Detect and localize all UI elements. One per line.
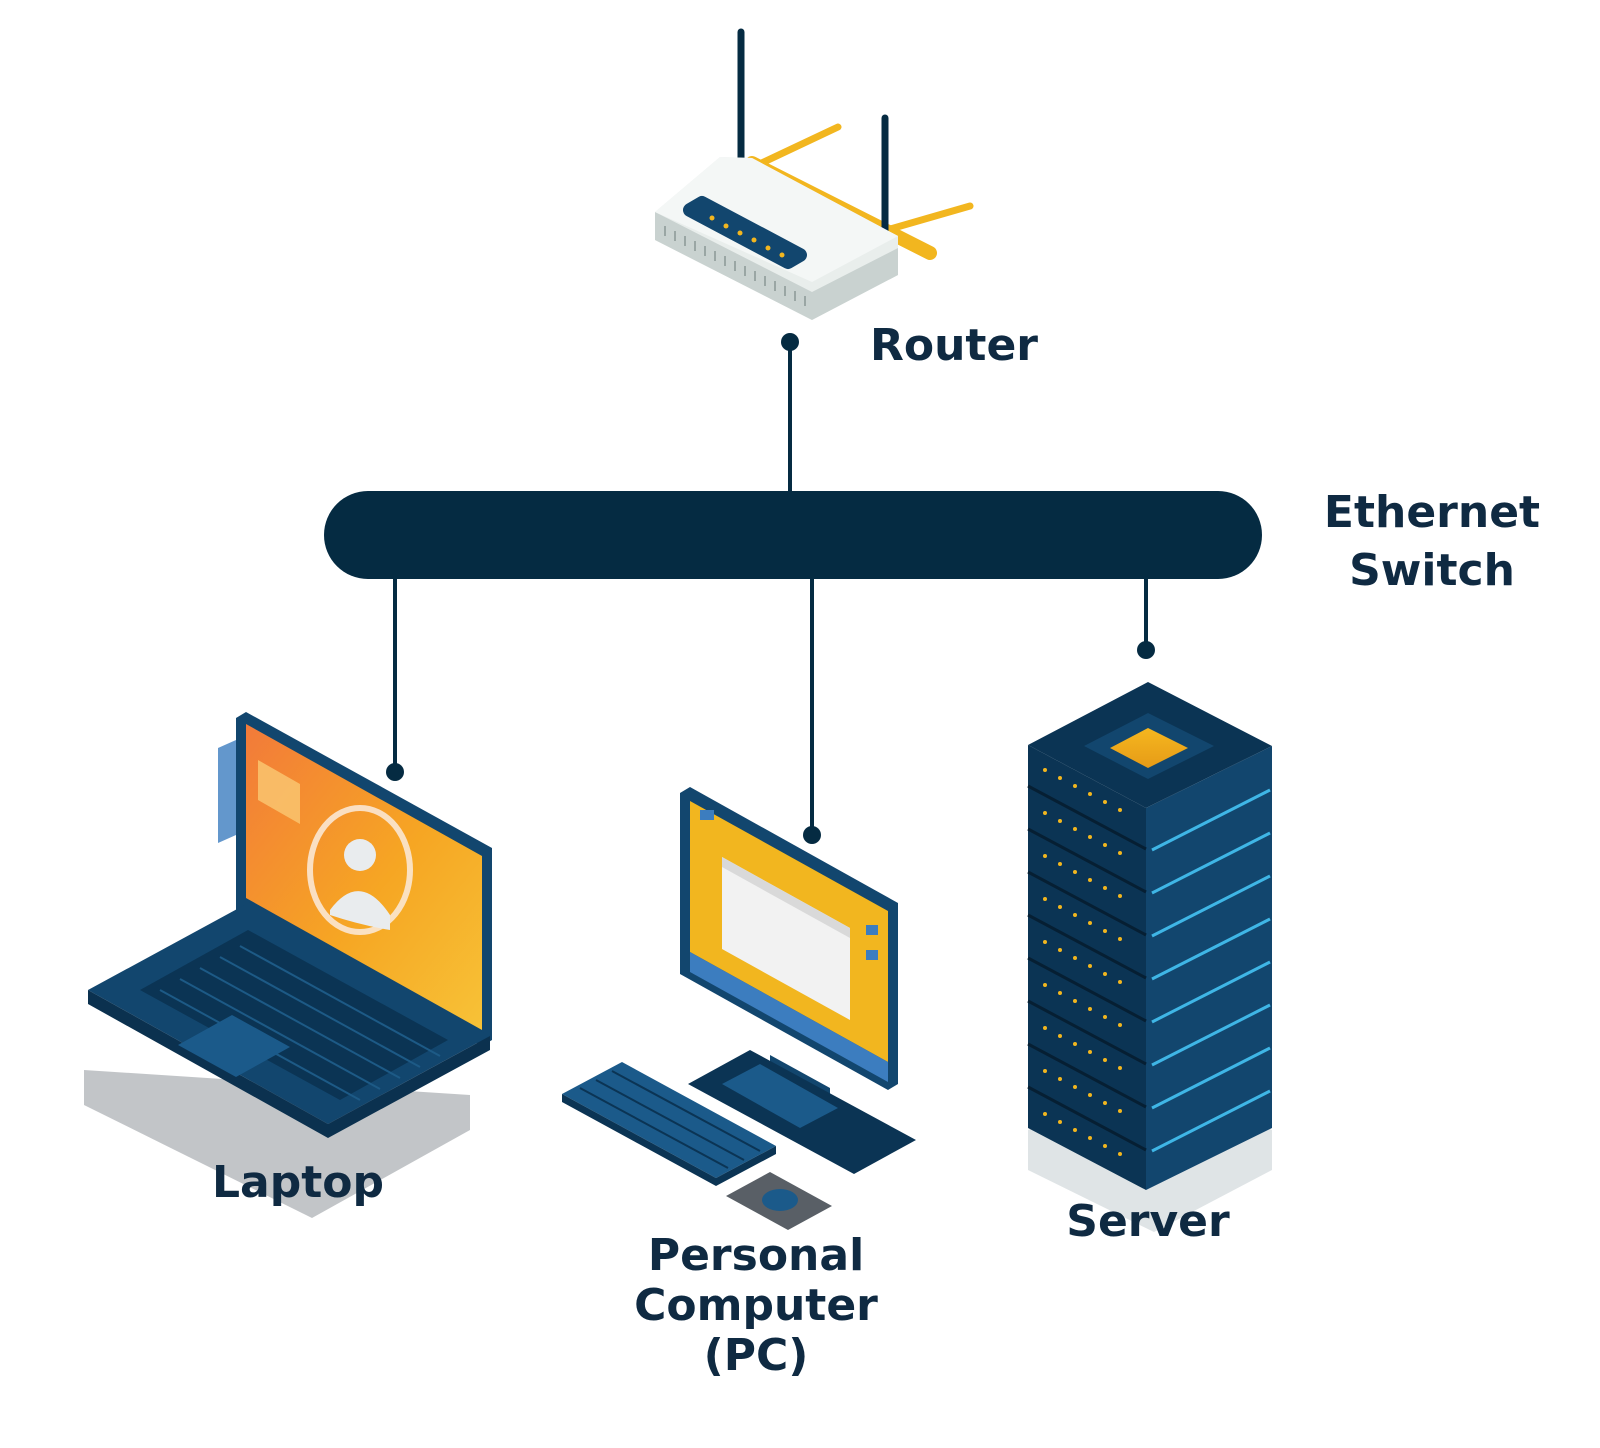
router-illustration bbox=[655, 28, 974, 320]
ethernet-switch-label-line1: Ethernet bbox=[1324, 487, 1540, 538]
server-illustration bbox=[1027, 682, 1272, 1232]
pc-port-dot bbox=[803, 826, 821, 844]
pc-label-line1: Personal bbox=[648, 1230, 864, 1281]
laptop-port-dot bbox=[386, 763, 404, 781]
server-label: Server bbox=[1066, 1196, 1230, 1247]
laptop-illustration bbox=[84, 712, 492, 1218]
personal-computer-illustration bbox=[562, 787, 916, 1230]
user-avatar-circle bbox=[307, 805, 413, 935]
ethernet-switch-bar bbox=[324, 491, 1262, 579]
ethernet-switch-label-line2: Switch bbox=[1349, 545, 1515, 596]
pc-label-line3: (PC) bbox=[704, 1330, 809, 1381]
connection-lines bbox=[393, 345, 1148, 833]
laptop-label: Laptop bbox=[212, 1157, 384, 1208]
router-label: Router bbox=[870, 320, 1038, 371]
router-port-dot bbox=[781, 333, 799, 351]
pc-label-line2: Computer bbox=[634, 1280, 878, 1331]
connection-dots bbox=[386, 333, 1155, 844]
server-port-dot bbox=[1137, 641, 1155, 659]
